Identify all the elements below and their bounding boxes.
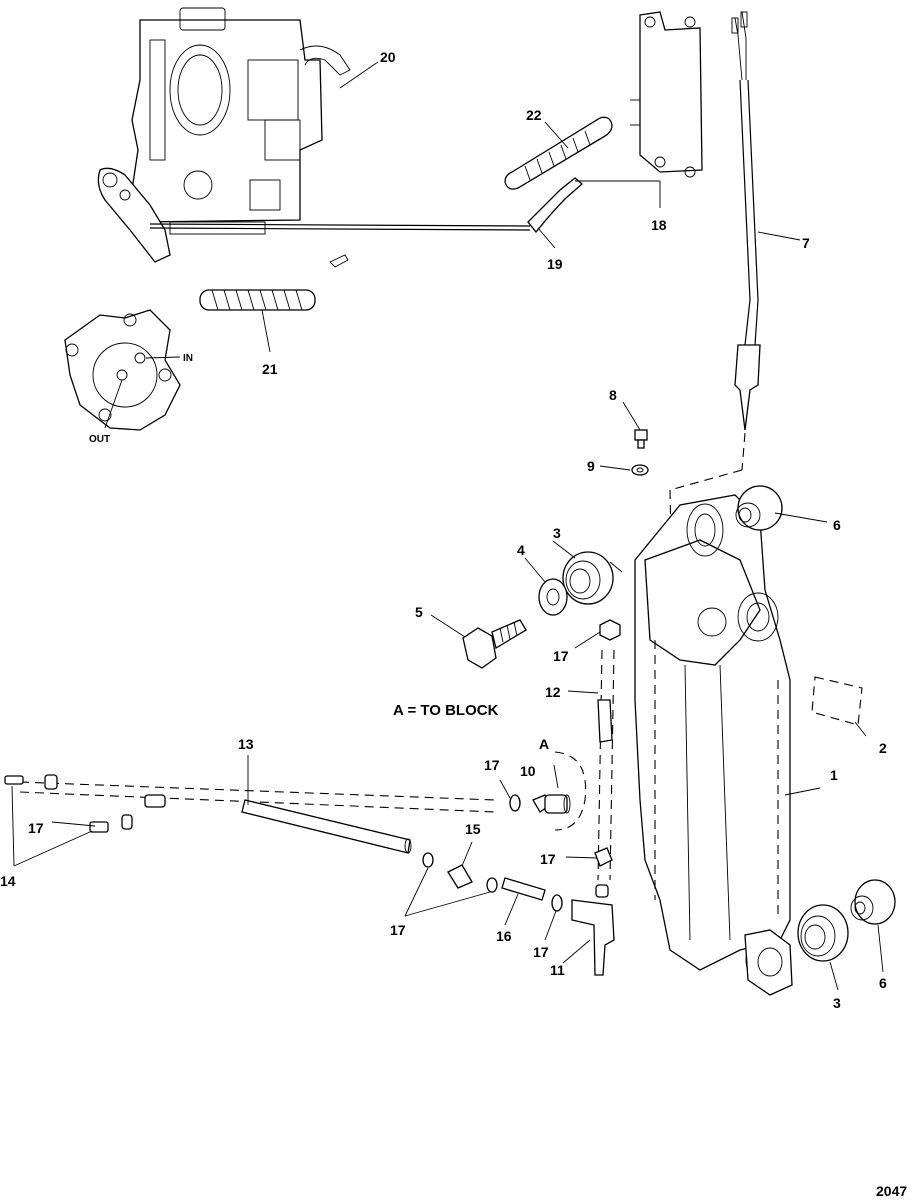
leader-lines	[11, 61, 884, 991]
tube	[597, 649, 615, 881]
tube	[501, 877, 546, 901]
callout-1: 1	[830, 767, 838, 783]
housing	[634, 494, 793, 996]
washer	[538, 578, 568, 616]
callout-3-bottom: 3	[833, 995, 841, 1011]
callout-7: 7	[802, 235, 810, 251]
washer	[631, 464, 649, 476]
callout-9: 9	[587, 458, 595, 474]
pump-out-label: OUT	[89, 434, 110, 445]
grommet	[797, 904, 849, 962]
callout-6-bottom: 6	[879, 975, 887, 991]
callout-17-left: 17	[28, 820, 44, 836]
assembly-guide-line	[669, 469, 743, 491]
callout-21: 21	[262, 361, 278, 377]
callout-19: 19	[547, 256, 563, 272]
fuel-line	[149, 177, 660, 234]
callout-22: 22	[526, 107, 542, 123]
callout-3-top: 3	[553, 525, 561, 541]
figure-number: 2047	[876, 1183, 907, 1199]
callout-11: 11	[550, 962, 565, 978]
hose	[19, 781, 496, 854]
filter-bracket	[630, 11, 703, 178]
callout-17-mid: 17	[540, 851, 556, 867]
callout-17-nut: 17	[553, 648, 569, 664]
callout-17-elbow: 17	[533, 944, 549, 960]
bushing	[735, 485, 783, 531]
callout-a: A	[539, 736, 549, 752]
elbow-fitting	[571, 884, 615, 976]
callout-10: 10	[520, 763, 536, 779]
note-a-to-block: A = TO BLOCK	[393, 702, 499, 719]
grommet	[562, 551, 623, 605]
fitting	[4, 774, 133, 833]
callout-8: 8	[609, 387, 617, 403]
pump-in-label: IN	[183, 353, 193, 364]
plate	[811, 676, 863, 726]
engine-assembly	[97, 7, 351, 268]
sensor-cable	[731, 11, 761, 471]
callout-17-bottom: 17	[390, 922, 406, 938]
detail-circle	[554, 751, 587, 831]
fitting	[532, 794, 571, 814]
callout-18: 18	[651, 217, 667, 233]
screw	[634, 429, 648, 449]
bolt	[462, 619, 527, 669]
callout-2: 2	[879, 740, 887, 756]
fitting	[447, 864, 473, 889]
callout-4: 4	[517, 542, 525, 558]
callout-17-clip-right: 17	[484, 757, 500, 773]
fuel-pump	[64, 309, 181, 431]
bushing	[850, 879, 896, 925]
corrugated-hose	[199, 289, 316, 311]
callout-15: 15	[465, 821, 481, 837]
callout-13: 13	[238, 736, 254, 752]
nut	[599, 619, 621, 641]
callout-20: 20	[380, 49, 396, 65]
callout-5: 5	[415, 604, 423, 620]
callout-12: 12	[545, 684, 561, 700]
clip	[422, 794, 613, 912]
callout-16: 16	[496, 928, 512, 944]
callout-14: 14	[0, 873, 16, 889]
callout-6-top: 6	[833, 517, 841, 533]
corrugated-hose	[504, 116, 613, 190]
